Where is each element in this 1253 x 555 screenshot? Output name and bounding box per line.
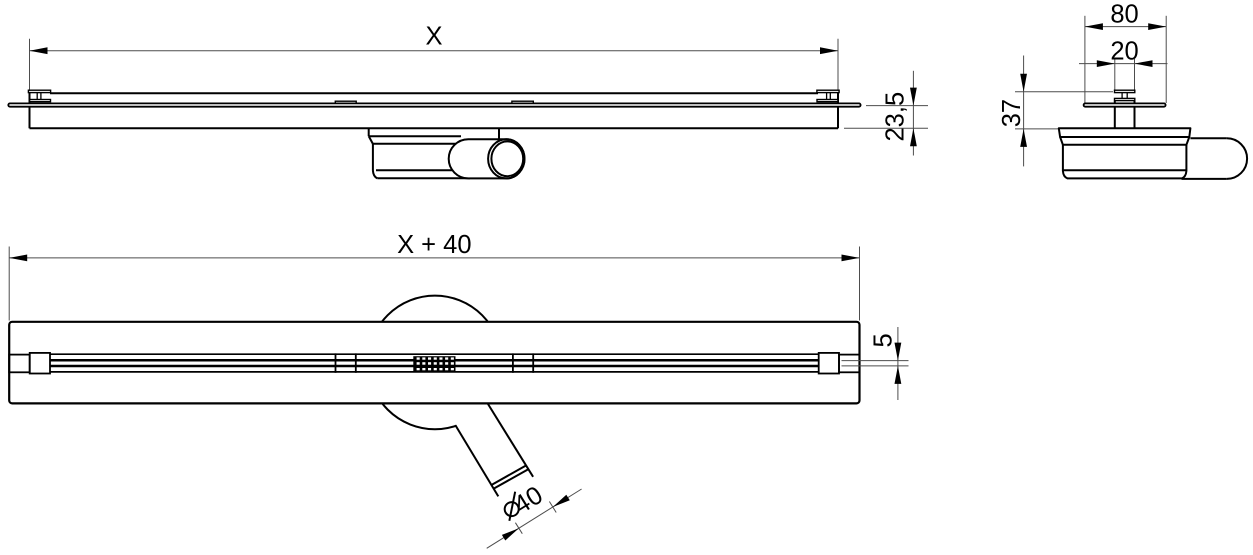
svg-text:5: 5 (870, 333, 898, 347)
svg-text:20: 20 (1110, 37, 1138, 65)
svg-text:X + 40: X + 40 (397, 231, 471, 259)
svg-text:80: 80 (1110, 1, 1138, 29)
svg-text:23,5: 23,5 (881, 92, 909, 142)
svg-text:37: 37 (998, 99, 1026, 127)
svg-text:X: X (425, 23, 442, 51)
